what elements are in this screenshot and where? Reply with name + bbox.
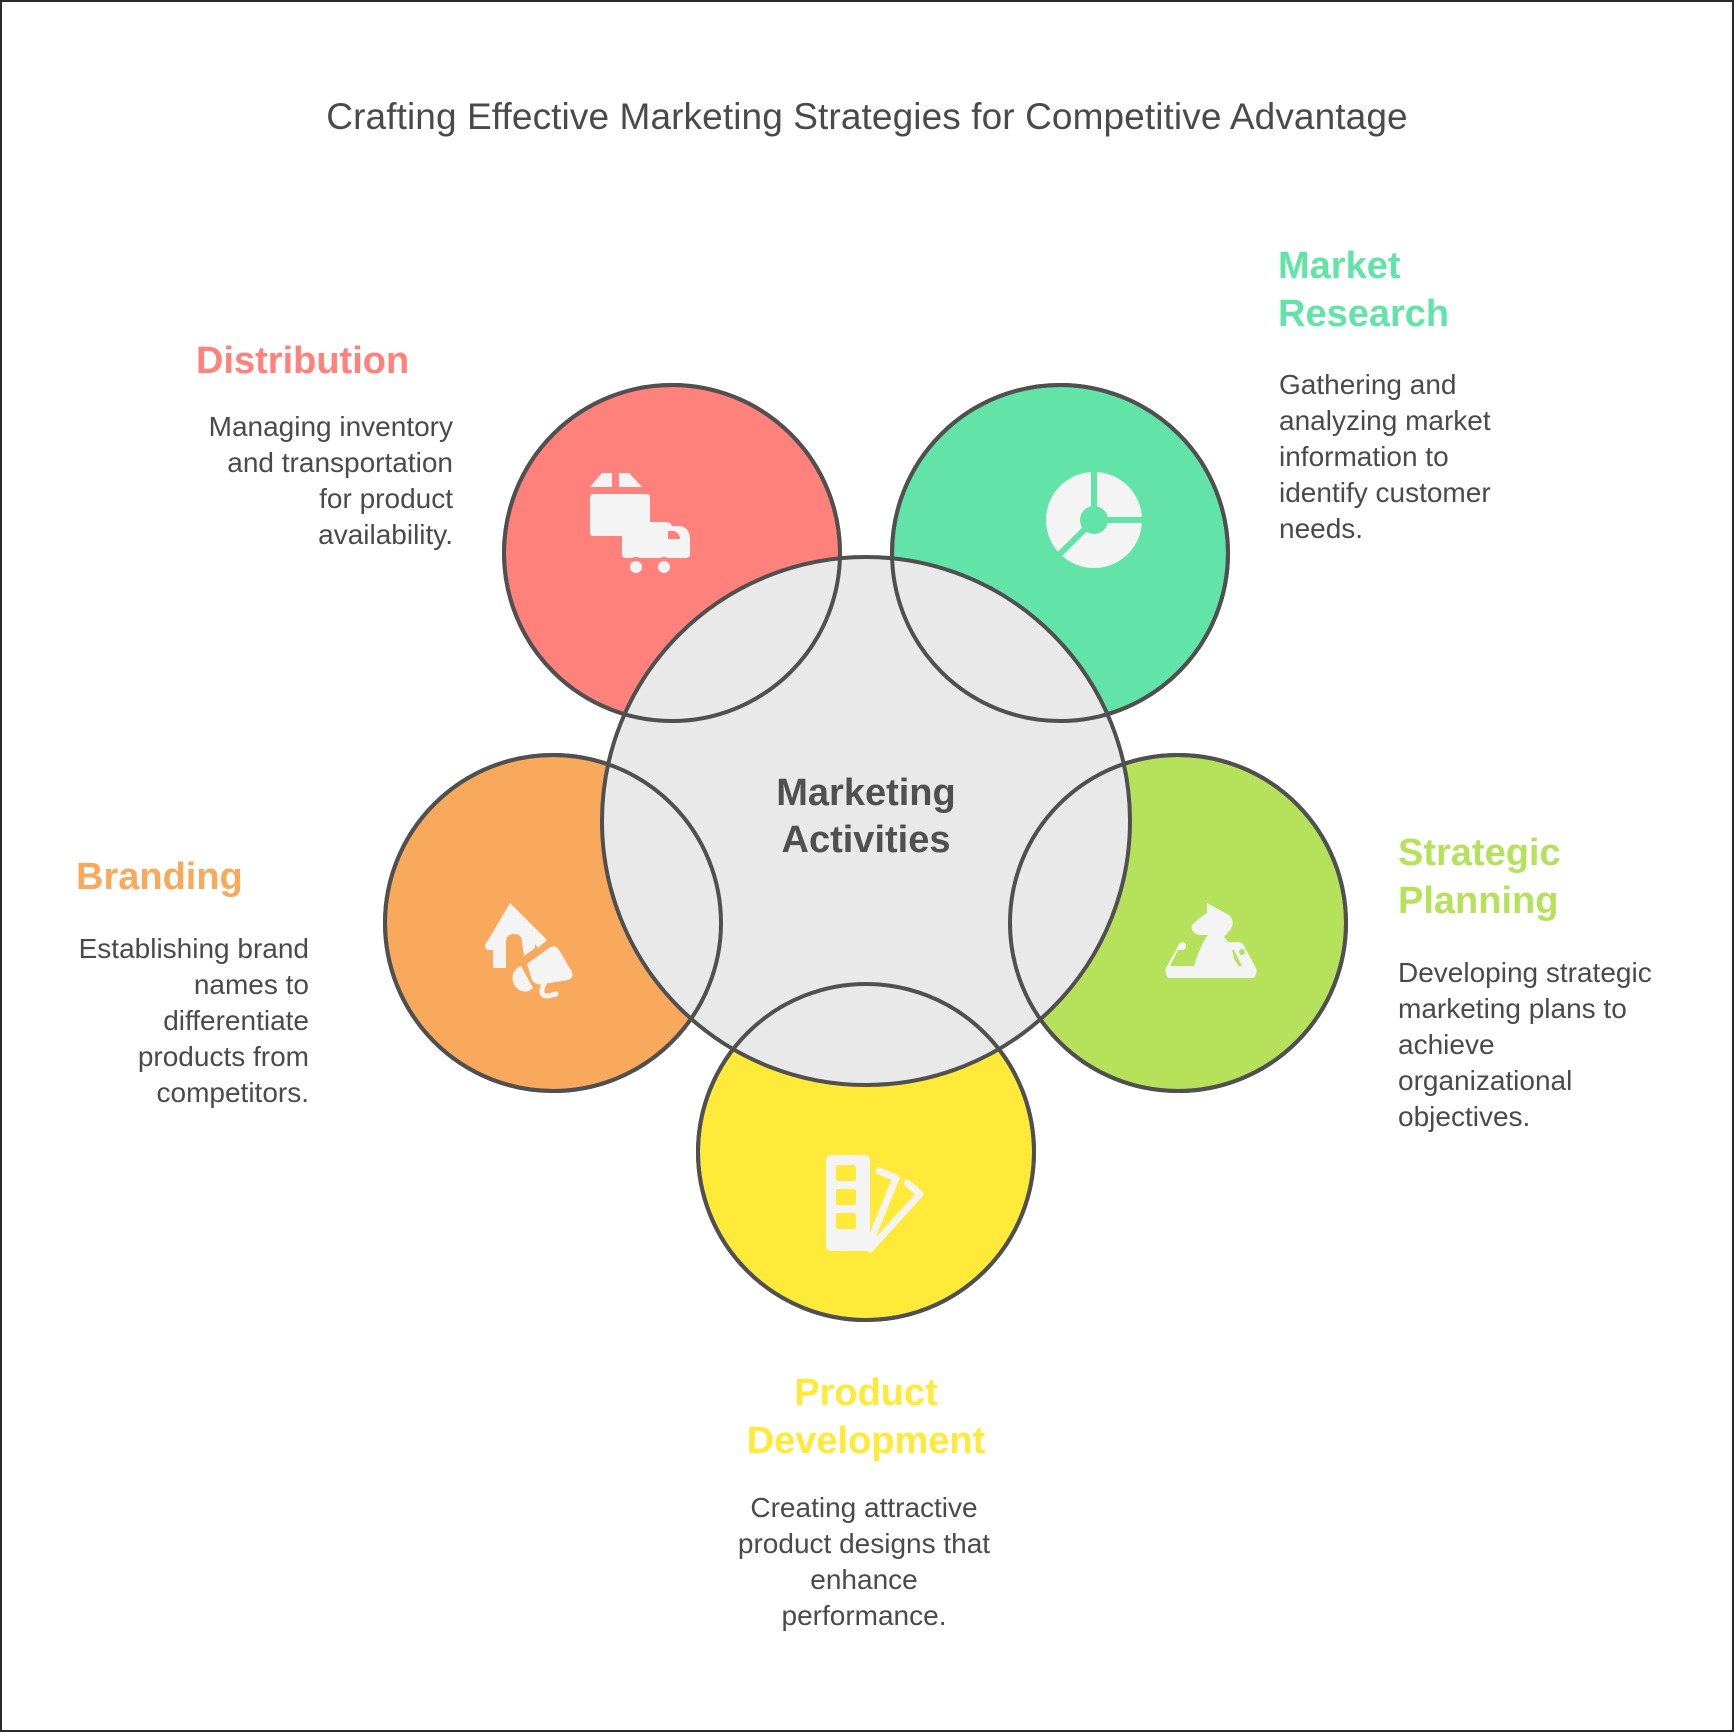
center-label-line: Activities bbox=[781, 819, 951, 861]
description-line: enhance bbox=[810, 1564, 918, 1595]
description-line: availability. bbox=[318, 519, 453, 550]
center-label-line: Marketing bbox=[776, 772, 956, 814]
chess-knight-board-icon bbox=[1165, 903, 1257, 978]
description-strategic-planning: Developing strategic marketing plans to … bbox=[1398, 955, 1652, 1135]
heading-line: Product bbox=[794, 1372, 938, 1414]
description-market-research: Gathering and analyzing market informati… bbox=[1279, 367, 1491, 547]
description-line: organizational bbox=[1398, 1065, 1573, 1096]
description-line: names to bbox=[193, 969, 309, 1000]
description-line: achieve bbox=[1398, 1029, 1495, 1060]
heading-line: Research bbox=[1278, 293, 1450, 335]
overlap-outline-market-research bbox=[890, 383, 1230, 723]
box-truck-icon bbox=[590, 473, 690, 577]
description-line: needs. bbox=[1279, 513, 1364, 544]
overlap-outline-product-development bbox=[696, 982, 1036, 1322]
heading-strategic-planning: Strategic Planning bbox=[1398, 829, 1561, 925]
description-line: products from bbox=[137, 1041, 309, 1072]
description-line: Developing strategic bbox=[1398, 957, 1652, 988]
heading-market-research: Market Research bbox=[1278, 242, 1449, 338]
heading-line: Development bbox=[746, 1420, 986, 1462]
heading-line: Branding bbox=[76, 856, 243, 898]
diagram-title: Crafting Effective Marketing Strategies … bbox=[326, 96, 1408, 137]
description-line: analyzing market bbox=[1279, 405, 1491, 436]
description-line: Creating attractive bbox=[750, 1492, 978, 1523]
description-line: for product bbox=[319, 483, 453, 514]
heading-branding: Branding bbox=[76, 853, 243, 901]
heading-line: Market bbox=[1278, 245, 1401, 287]
heading-distribution: Distribution bbox=[196, 337, 409, 385]
description-product-development: Creating attractive product designs that… bbox=[686, 1490, 1042, 1634]
heading-product-development: Product Development bbox=[716, 1369, 1016, 1465]
color-swatch-icon bbox=[826, 1155, 924, 1253]
description-line: differentiate bbox=[163, 1005, 309, 1036]
description-line: objectives. bbox=[1398, 1101, 1531, 1132]
pie-chart-icon bbox=[1046, 470, 1146, 568]
overlap-outline-distribution bbox=[502, 383, 842, 723]
description-line: marketing plans to bbox=[1398, 993, 1627, 1024]
description-line: identify customer bbox=[1279, 477, 1491, 508]
heading-line: Distribution bbox=[196, 340, 410, 382]
house-megaphone-icon bbox=[485, 903, 573, 999]
description-branding: Establishing brand names to differentiat… bbox=[79, 931, 309, 1111]
description-line: information to bbox=[1279, 441, 1449, 472]
description-line: product designs that bbox=[737, 1528, 991, 1559]
description-line: Gathering and bbox=[1279, 369, 1457, 400]
description-line: performance. bbox=[781, 1600, 947, 1631]
heading-line: Planning bbox=[1398, 880, 1559, 922]
description-line: and transportation bbox=[227, 447, 453, 478]
overlap-outline-branding bbox=[383, 753, 723, 1093]
heading-line: Strategic bbox=[1398, 832, 1561, 874]
description-distribution: Managing inventory and transportation fo… bbox=[209, 409, 453, 553]
description-line: competitors. bbox=[156, 1077, 310, 1108]
description-line: Managing inventory bbox=[208, 411, 453, 442]
circle-center bbox=[600, 555, 1132, 1087]
description-line: Establishing brand bbox=[78, 933, 309, 964]
overlap-outline-strategic-planning bbox=[1008, 753, 1348, 1093]
center-label: Marketing Activities bbox=[716, 770, 1016, 864]
